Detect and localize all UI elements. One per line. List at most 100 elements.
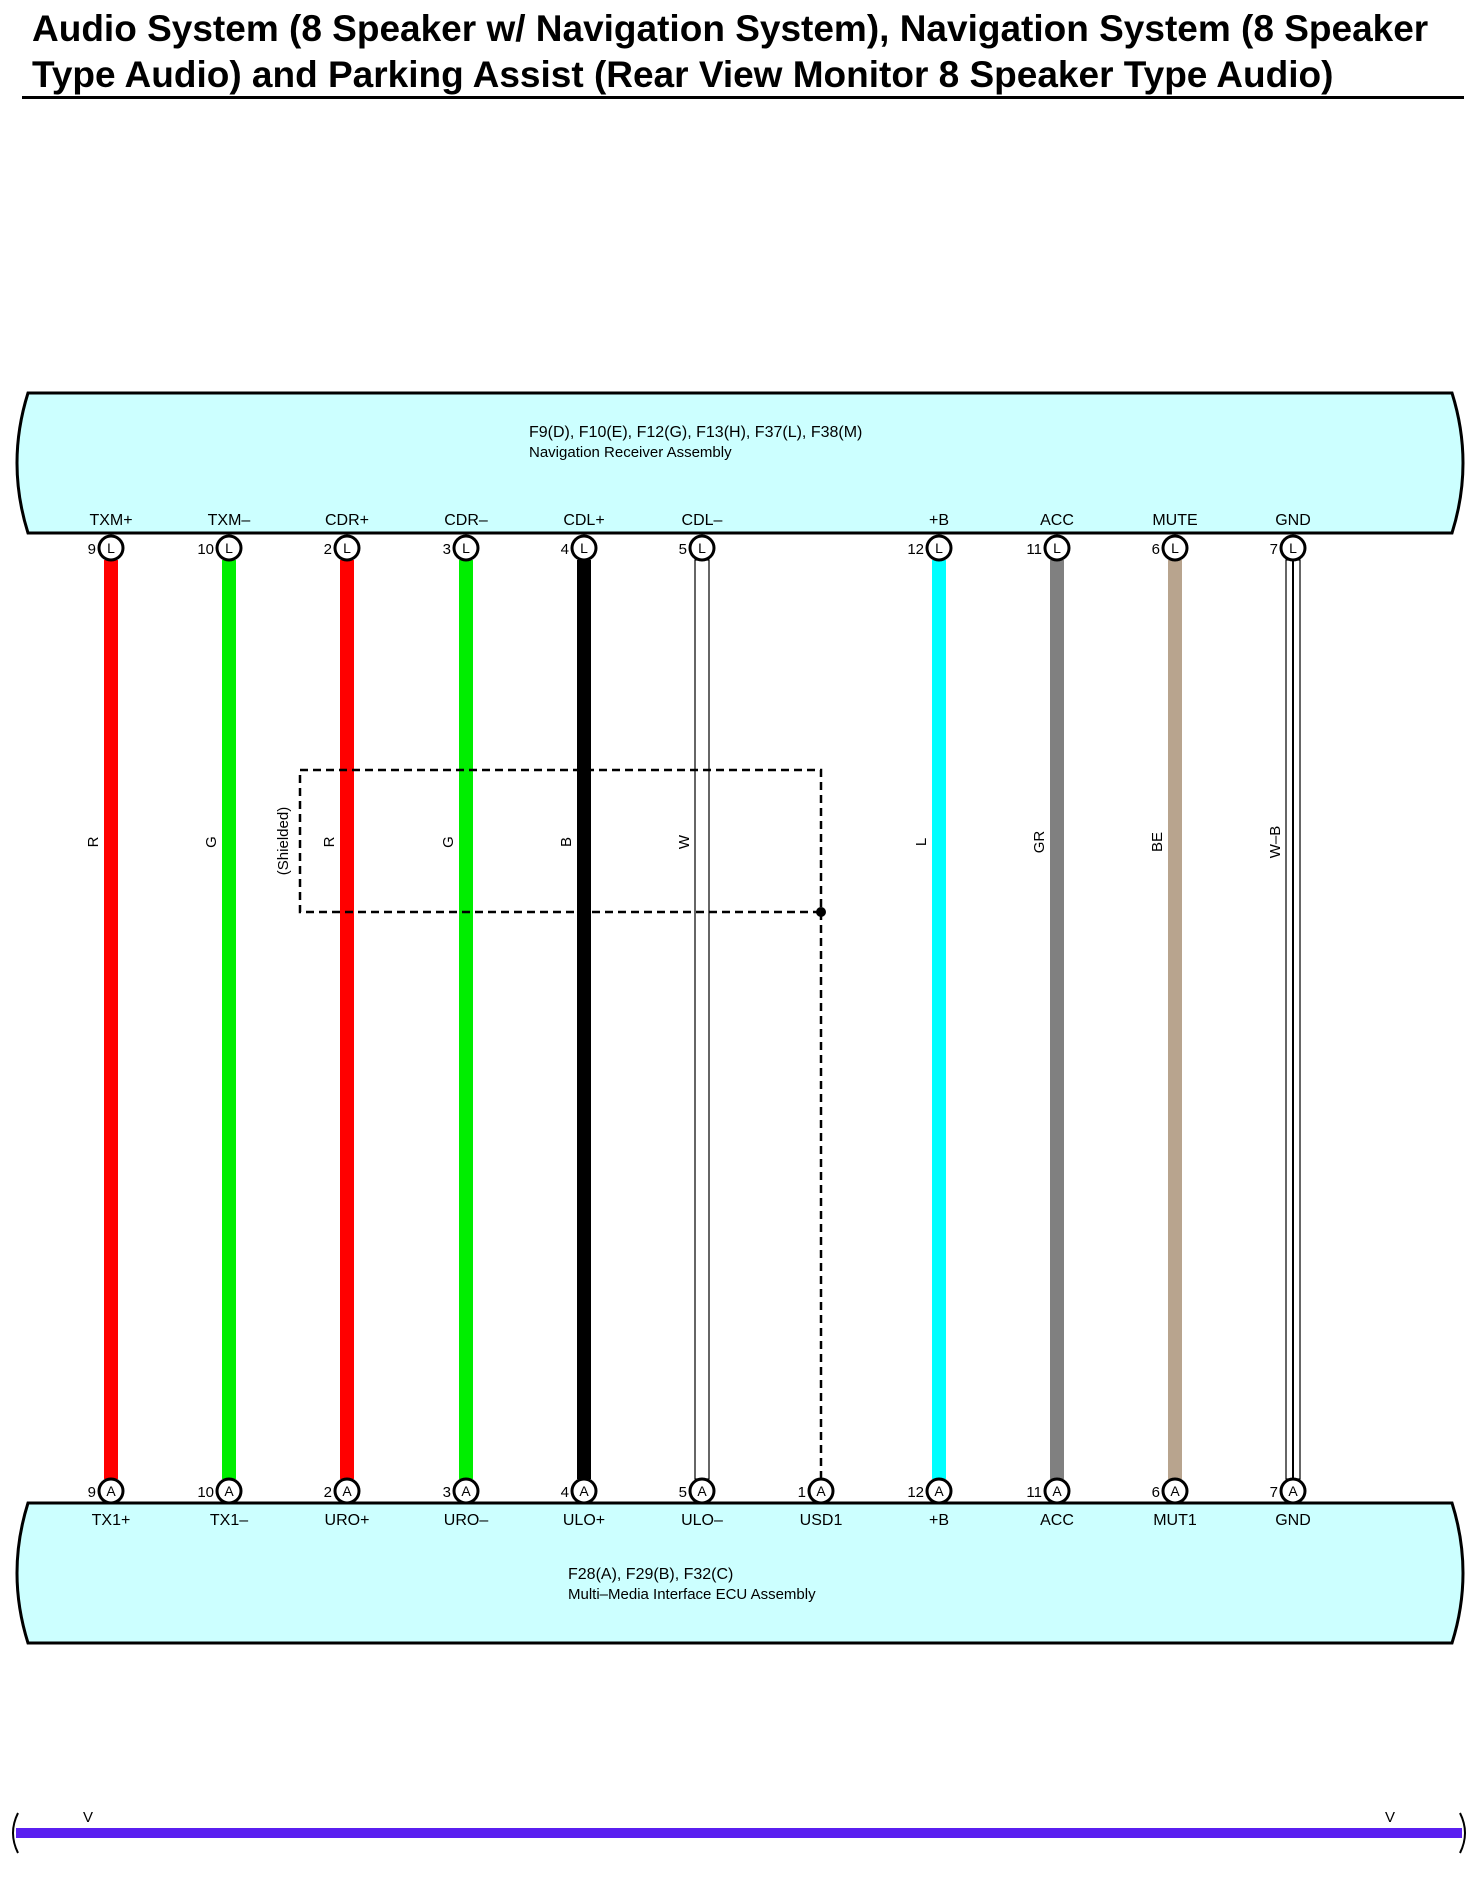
bottom-pin-label-cdr: URO+: [325, 1512, 370, 1529]
bottom-connector-letter-usd1: A: [816, 1483, 826, 1499]
bus-break-right: [1459, 1812, 1466, 1854]
bottom-terminal-cdr: [333, 1477, 361, 1505]
top-terminal-cdr: [333, 534, 361, 562]
bottom-pin-number-txm: 9: [88, 1484, 96, 1501]
bottom-pin-label-cdr: URO–: [444, 1512, 489, 1529]
top-pin-number-cdr: 2: [324, 541, 332, 558]
bottom-connector-letter-txm: A: [106, 1483, 116, 1499]
title-line-1: Audio System (8 Speaker w/ Navigation Sy…: [32, 8, 1429, 49]
wire-color-label-cdl: B: [558, 837, 575, 847]
top-connector-letter-gnd: L: [1289, 540, 1297, 556]
bottom-pin-label-cdl: ULO+: [563, 1512, 605, 1529]
bus-break-left: [12, 1812, 19, 1854]
wire-color-label-txm: G: [203, 836, 220, 848]
wire-color-label-cdr: R: [321, 836, 338, 847]
top-pin-label-cdr: CDR–: [444, 512, 488, 529]
bottom-pin-number-cdr: 3: [443, 1484, 451, 1501]
bottom-pin-label-txm: TX1–: [210, 1512, 248, 1529]
wire-txm: [104, 560, 118, 1479]
wire-color-label-gnd: W–B: [1267, 826, 1284, 859]
bottom-pin-number-gnd: 7: [1270, 1484, 1278, 1501]
top-connector-letter-txm: L: [225, 540, 233, 556]
bottom-terminal-cdl: [570, 1477, 598, 1505]
top-pin-number-b: 12: [907, 541, 924, 558]
title-underline: [22, 96, 1464, 99]
top-terminal-b: [925, 534, 953, 562]
bottom-connector-letter-cdl: A: [579, 1483, 589, 1499]
top-pin-label-b: +B: [929, 512, 949, 529]
bottom-terminal-txm: [97, 1477, 125, 1505]
bus-label-right: V: [1385, 1809, 1395, 1826]
top-pin-number-cdl: 4: [561, 541, 569, 558]
bottom-assembly-connectors: F28(A), F29(B), F32(C): [568, 1566, 733, 1583]
bottom-pin-number-txm: 10: [197, 1484, 214, 1501]
top-connector-letter-acc: L: [1053, 540, 1061, 556]
bottom-pin-label-txm: TX1+: [92, 1512, 131, 1529]
wire-color-label-mute: BE: [1149, 832, 1166, 852]
wire-cdr: [459, 560, 473, 1479]
top-pin-label-cdr: CDR+: [325, 512, 369, 529]
bottom-pin-label-cdl: ULO–: [681, 1512, 723, 1529]
mmi-ecu-panel: [15, 1501, 1465, 1645]
top-connector-letter-cdl: L: [698, 540, 706, 556]
bus-bar: [16, 1828, 1462, 1838]
bottom-pin-number-cdr: 2: [324, 1484, 332, 1501]
top-connector-letter-cdr: L: [462, 540, 470, 556]
top-connector-letter-cdl: L: [580, 540, 588, 556]
bottom-connector-letter-mute: A: [1170, 1483, 1180, 1499]
top-pin-label-gnd: GND: [1275, 512, 1311, 529]
bottom-pin-number-usd1: 1: [798, 1484, 806, 1501]
top-terminal-cdl: [688, 534, 716, 562]
shield-junction-dot: [816, 907, 826, 917]
wire-color-label-cdl: W: [676, 834, 693, 849]
page-title: Audio System (8 Speaker w/ Navigation Sy…: [32, 6, 1472, 98]
bottom-terminal-gnd: [1279, 1477, 1307, 1505]
bottom-terminal-b: [925, 1477, 953, 1505]
top-terminal-gnd: [1279, 534, 1307, 562]
bottom-pin-label-gnd: GND: [1275, 1512, 1311, 1529]
top-terminal-txm: [215, 534, 243, 562]
wire-cdl: [694, 559, 710, 1480]
wire-mute: [1168, 560, 1182, 1479]
bottom-assembly-name: Multi–Media Interface ECU Assembly: [568, 1586, 816, 1603]
top-pin-label-txm: TXM+: [89, 512, 132, 529]
bottom-connector-letter-acc: A: [1052, 1483, 1062, 1499]
top-pin-number-cdr: 3: [443, 541, 451, 558]
top-pin-label-cdl: CDL+: [563, 512, 604, 529]
shield-label: (Shielded): [275, 807, 292, 875]
title-line-2: Type Audio) and Parking Assist (Rear Vie…: [32, 54, 1334, 95]
bottom-connector-letter-gnd: A: [1288, 1483, 1298, 1499]
wire-txm: [222, 560, 236, 1479]
bottom-terminal-cdl: [688, 1477, 716, 1505]
bottom-pin-label-mute: MUT1: [1153, 1512, 1197, 1529]
navigation-receiver-panel: [15, 391, 1465, 535]
wire-cdr: [340, 560, 354, 1479]
bottom-pin-label-b: +B: [929, 1512, 949, 1529]
wire-acc: [1050, 560, 1064, 1479]
bottom-pin-number-mute: 6: [1152, 1484, 1160, 1501]
wire-cdl: [577, 560, 591, 1479]
bottom-terminal-txm: [215, 1477, 243, 1505]
bottom-terminal-acc: [1043, 1477, 1071, 1505]
top-connector-letter-b: L: [935, 540, 943, 556]
bottom-connector-letter-cdl: A: [697, 1483, 707, 1499]
top-pin-label-txm: TXM–: [208, 512, 251, 529]
top-terminal-acc: [1043, 534, 1071, 562]
top-terminal-cdr: [452, 534, 480, 562]
top-connector-letter-cdr: L: [343, 540, 351, 556]
wire-color-label-txm: R: [85, 836, 102, 847]
top-assembly-connectors: F9(D), F10(E), F12(G), F13(H), F37(L), F…: [529, 424, 862, 441]
shield-box: [298, 768, 823, 914]
top-terminal-txm: [97, 534, 125, 562]
bottom-pin-number-b: 12: [907, 1484, 924, 1501]
bottom-connector-letter-b: A: [934, 1483, 944, 1499]
bottom-pin-label-usd1: USD1: [800, 1512, 843, 1529]
top-connector-letter-mute: L: [1171, 540, 1179, 556]
top-pin-label-cdl: CDL–: [682, 512, 723, 529]
bottom-pin-number-cdl: 5: [679, 1484, 687, 1501]
bottom-pin-label-acc: ACC: [1040, 1512, 1074, 1529]
wire-group: RTXM+L9TX1+A9GTXM–L10TX1–A10RCDR+L2URO+A…: [85, 512, 1311, 1529]
top-terminal-cdl: [570, 534, 598, 562]
wire-color-label-acc: GR: [1031, 831, 1048, 854]
